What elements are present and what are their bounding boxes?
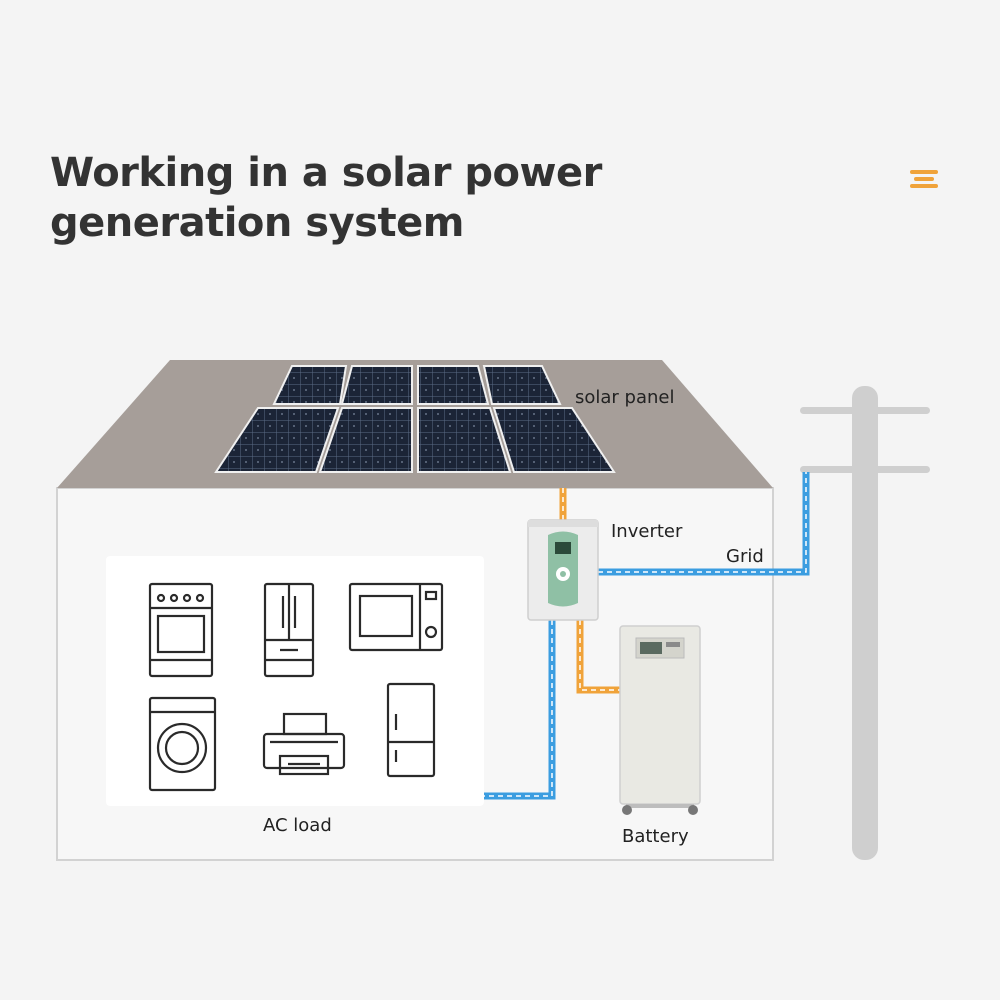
hamburger-menu-icon[interactable] (910, 168, 938, 190)
battery-unit (619, 625, 701, 815)
solar-panel-array (214, 365, 616, 473)
inverter-label: Inverter (611, 521, 683, 542)
page-title: Working in a solar power generation syst… (50, 148, 650, 248)
solar-panel-module (417, 407, 512, 473)
microwave-icon (348, 582, 444, 652)
solar-panel-module (318, 407, 413, 473)
solar-panel-module (417, 365, 490, 405)
utility-pole (800, 386, 930, 860)
printer-icon (262, 712, 346, 776)
grid-label: Grid (726, 546, 764, 567)
page-title-line-2: generation system (50, 200, 464, 246)
battery-label: Battery (622, 826, 689, 847)
ac-load-panel (106, 556, 484, 806)
page-title-line-1: Working in a solar power (50, 150, 602, 196)
appliance-icons (148, 582, 444, 792)
fridge-icon (263, 582, 315, 678)
solar-panel-module (492, 407, 616, 473)
solar-panel-module (214, 407, 340, 473)
inverter-unit (527, 519, 599, 621)
house-roof (57, 360, 773, 488)
solar-panel-module (272, 365, 348, 405)
solar-panel-module (340, 365, 413, 405)
solar-panel-label: solar panel (575, 387, 674, 408)
ac-wiring (484, 472, 810, 800)
washing-machine-icon (148, 696, 217, 792)
small-fridge-icon (386, 682, 436, 778)
stove-icon (148, 582, 214, 678)
solar-panel-module (482, 365, 562, 405)
ac-load-label: AC load (263, 815, 332, 836)
dc-wiring (559, 488, 620, 694)
